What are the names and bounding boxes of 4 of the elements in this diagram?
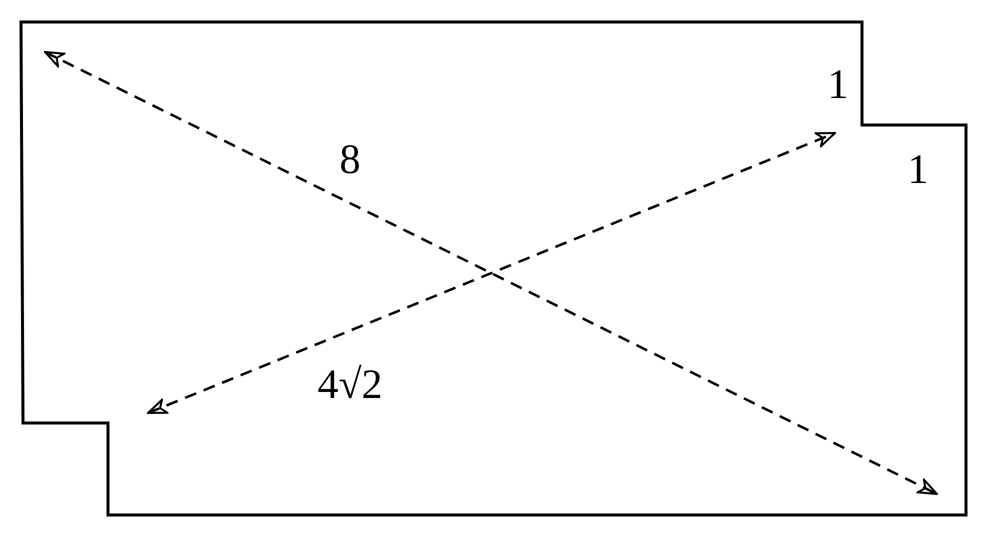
dimension-label: 1 bbox=[908, 149, 928, 191]
dimension-label: 8 bbox=[340, 139, 360, 181]
dimension-label: 4√2 bbox=[317, 364, 383, 406]
dimension-label: 1 bbox=[828, 64, 848, 106]
